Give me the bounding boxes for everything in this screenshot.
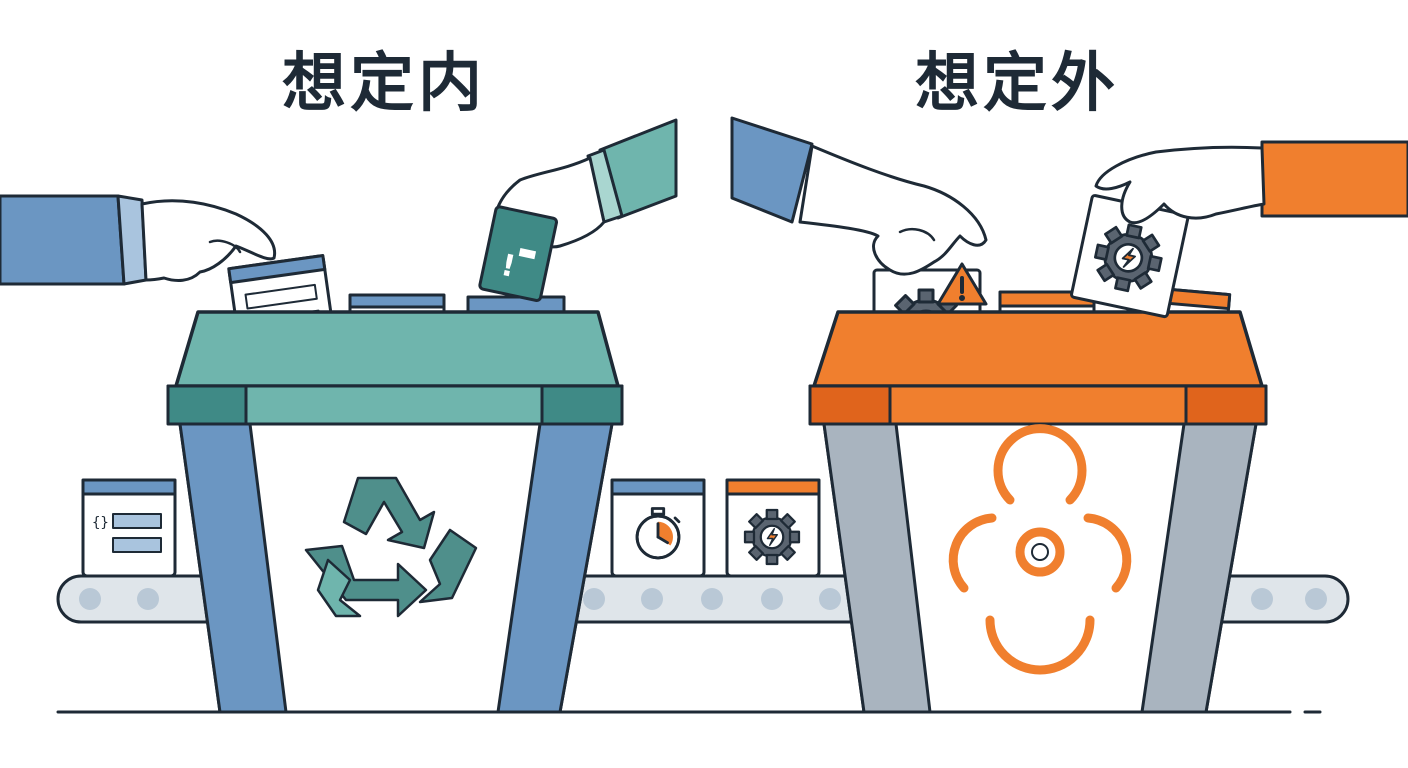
belt-item-stopwatch	[610, 478, 706, 578]
hand-left-1	[0, 194, 277, 286]
bin-expected: { }	[166, 254, 624, 714]
hand-right-2	[1070, 140, 1408, 319]
gear-bolt-icon	[743, 508, 801, 566]
hand-left-2: !	[478, 118, 678, 302]
recycle-icon	[304, 476, 478, 618]
conveyor-rollers	[79, 588, 1327, 610]
title-unexpected: 想定外	[915, 47, 1119, 121]
bin-unexpected	[808, 262, 1268, 714]
hand-right-1	[730, 116, 988, 276]
belt-item-form-card: {}	[81, 478, 177, 578]
biohazard-outline	[1031, 543, 1049, 561]
title-expected: 想定内	[282, 47, 486, 121]
biohazard-icon	[948, 424, 1132, 675]
svg-text:{}: {}	[92, 515, 109, 531]
warning-icon	[936, 262, 988, 306]
belt-item-gear	[725, 478, 821, 578]
